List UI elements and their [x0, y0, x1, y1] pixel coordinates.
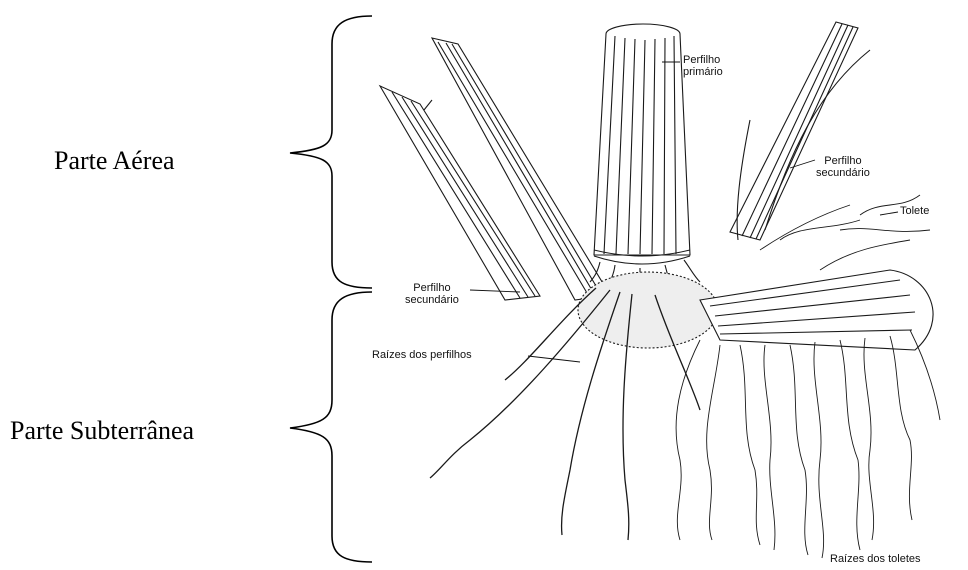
annotation-raizes-perfilhos: Raízes dos perfilhos [372, 349, 472, 361]
annotation-line: secundário [816, 167, 870, 179]
annotation-line: Perfilho [683, 54, 723, 66]
braces [290, 16, 372, 562]
plant-drawing [380, 22, 940, 558]
right-tiller [730, 22, 870, 240]
sett-roots [676, 195, 940, 558]
annotation-line: Perfilho [816, 155, 870, 167]
tolete [700, 270, 933, 350]
annotation-line: primário [683, 66, 723, 78]
left-leaf [380, 38, 610, 300]
annotation-perfilho-secundario-upper: Perfilho secundário [816, 155, 870, 179]
brace-subterranea [290, 292, 372, 562]
annotation-raizes-toletes: Raízes dos toletes [830, 553, 921, 565]
brace-aerea [290, 16, 372, 288]
annotation-perfilho-primario: Perfilho primário [683, 54, 723, 78]
annotation-line: secundário [405, 294, 459, 306]
annotation-tolete: Tolete [900, 205, 929, 217]
tiller-base [578, 272, 718, 348]
annotation-line: Perfilho [405, 282, 459, 294]
annotation-perfilho-secundario-lower: Perfilho secundário [405, 282, 459, 306]
